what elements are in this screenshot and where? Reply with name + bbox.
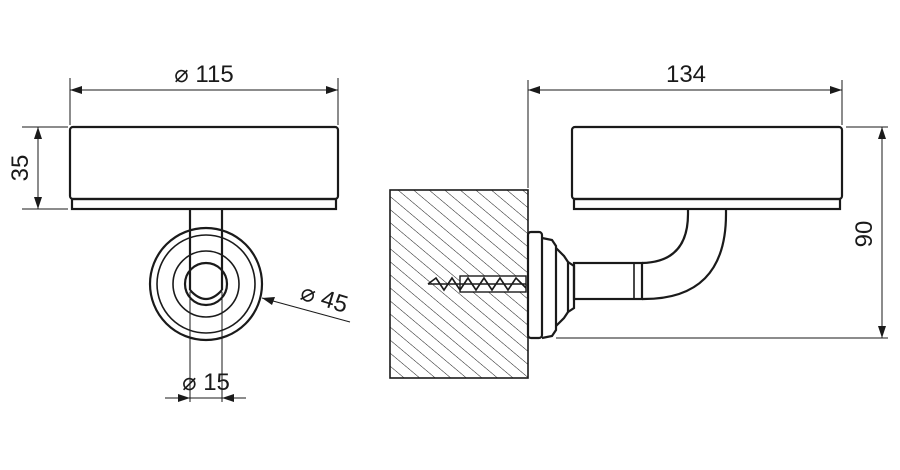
side-rosette <box>526 230 576 340</box>
diameter-symbol: ⌀ <box>182 369 196 396</box>
front-tray-base <box>70 197 338 211</box>
dim-base-diameter: ⌀ 45 <box>261 279 351 323</box>
side-view: 134 90 <box>389 61 888 379</box>
side-height-value: 90 <box>851 221 878 248</box>
front-rosette-ring <box>156 234 256 334</box>
dim-side-height: 90 <box>556 126 888 339</box>
dim-front-width: ⌀ 115 <box>69 61 339 125</box>
front-tray <box>68 125 340 201</box>
front-view: ⌀ 115 35 ⌀ 45 <box>7 61 351 402</box>
side-tray-base <box>572 197 842 211</box>
front-rosette-outer <box>148 226 264 342</box>
front-height-value: 35 <box>7 155 34 182</box>
dim-front-height: 35 <box>7 126 68 210</box>
side-tray <box>570 125 844 201</box>
svg-text:⌀ 115: ⌀ 115 <box>174 61 233 88</box>
base-diameter-value: 45 <box>318 285 351 319</box>
front-width-value: 115 <box>195 61 233 88</box>
front-stem-bottom <box>189 289 223 301</box>
dim-stem-diameter: ⌀ 15 <box>165 292 246 402</box>
front-rosette-inner <box>172 250 240 318</box>
diameter-symbol: ⌀ <box>297 279 319 309</box>
front-stem-section <box>183 261 229 307</box>
diameter-symbol: ⌀ <box>174 61 188 88</box>
side-arm <box>572 209 728 301</box>
svg-text:⌀ 45: ⌀ 45 <box>297 279 351 319</box>
side-depth-value: 134 <box>666 61 706 88</box>
wall-anchor <box>427 275 527 293</box>
dim-side-depth: 134 <box>527 61 843 188</box>
stem-diameter-value: 15 <box>203 369 230 396</box>
svg-text:⌀ 15: ⌀ 15 <box>182 369 230 396</box>
